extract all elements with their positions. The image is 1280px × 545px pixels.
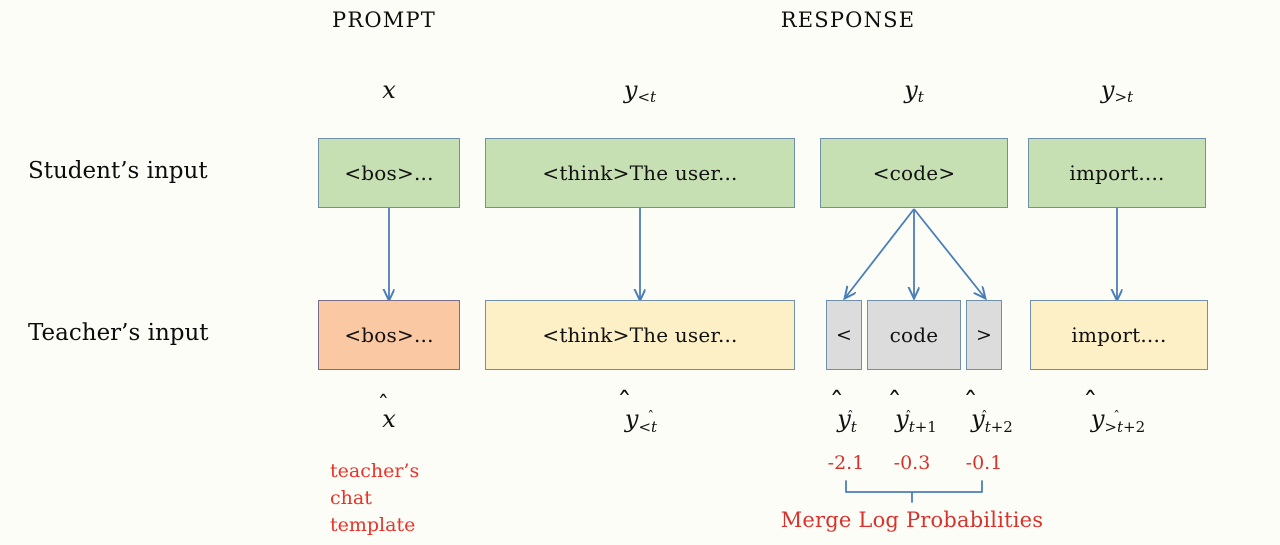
symbol-y-t: yt: [904, 76, 924, 107]
student-box-import[interactable]: import....: [1028, 138, 1206, 208]
header-response: RESPONSE: [780, 8, 916, 32]
chat-template-note: teacher’s chat template: [330, 458, 419, 539]
arrow-code-to-lt: [845, 208, 915, 298]
chat-template-line-1: teacher’s: [330, 460, 420, 482]
row-label-teacher: Teacher’s input: [28, 320, 209, 346]
logprob-value-2: -0.3: [893, 452, 931, 474]
teacher-box-code[interactable]: code: [867, 300, 961, 370]
symbol-y-hat-lt-that: ŷ<t̂: [624, 405, 658, 436]
chat-template-line-2: chat: [330, 486, 372, 509]
symbol-x-hat: x̂: [382, 405, 396, 434]
teacher-box-bos[interactable]: <bos>...: [318, 300, 460, 370]
arrow-code-to-gt: [913, 208, 985, 298]
symbol-y-lt-t: y<t: [623, 76, 657, 107]
student-box-code[interactable]: <code>: [820, 138, 1008, 208]
teacher-box-think[interactable]: <think>The user...: [485, 300, 795, 370]
logprob-value-1: -2.1: [827, 452, 865, 474]
logprob-value-3: -0.1: [965, 452, 1003, 474]
student-box-think[interactable]: <think>The user...: [485, 138, 795, 208]
chat-template-line-3: template: [330, 513, 416, 536]
symbol-y-gt-t: y>t: [1100, 76, 1134, 107]
symbol-y-hat-that-plus-2: ŷt̂+2: [971, 405, 1013, 436]
merge-log-probabilities-caption: Merge Log Probabilities: [780, 508, 1044, 532]
symbol-y-hat-that-plus-1: ŷt̂+1: [895, 405, 937, 436]
teacher-box-import[interactable]: import....: [1030, 300, 1208, 370]
teacher-box-lt[interactable]: <: [826, 300, 862, 370]
symbol-y-hat-gt-that-plus-2: ŷ>t̂+2: [1090, 405, 1146, 436]
header-prompt: PROMPT: [332, 8, 436, 32]
merge-brace: [845, 480, 983, 503]
student-box-bos[interactable]: <bos>...: [318, 138, 460, 208]
symbol-y-hat-that: ŷt̂: [837, 405, 857, 436]
row-label-student: Student’s input: [28, 158, 208, 184]
symbol-x: x: [382, 76, 396, 104]
teacher-box-gt[interactable]: >: [966, 300, 1002, 370]
